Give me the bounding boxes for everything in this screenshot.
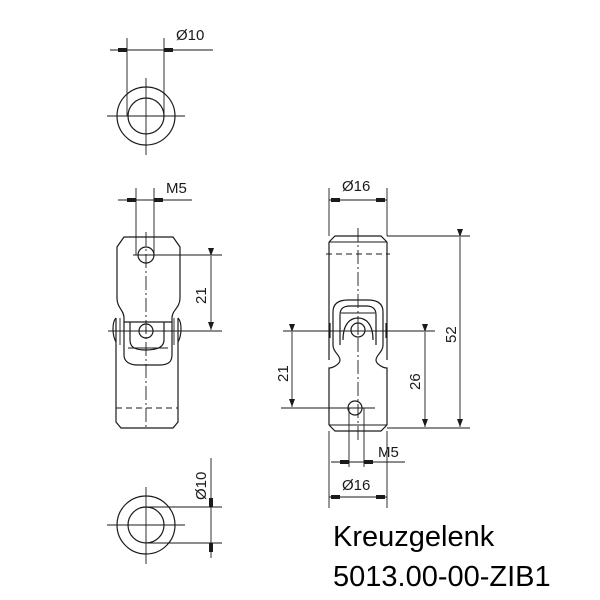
dim-front-top-diameter: Ø16 xyxy=(342,178,370,195)
front-view: Ø16 52 26 21 M5 Ø16 xyxy=(275,178,470,508)
part-name: Kreuzgelenk xyxy=(333,521,495,553)
part-number: 5013.00-00-ZIB1 xyxy=(333,561,551,593)
dim-top-diameter: Ø10 xyxy=(176,27,204,44)
dim-side-21: 21 xyxy=(193,287,210,304)
dim-side-m5: M5 xyxy=(166,180,187,197)
dim-front-bottom-diameter: Ø16 xyxy=(342,477,370,494)
dim-front-m5: M5 xyxy=(378,444,399,461)
dim-front-center-to-bottom: 26 xyxy=(407,373,424,390)
dim-bottom-diameter: Ø10 xyxy=(193,472,210,500)
dim-front-overall-length: 52 xyxy=(443,326,460,343)
top-end-view: Ø10 xyxy=(107,27,213,155)
dim-front-center-distance: 21 xyxy=(275,365,292,382)
bottom-end-view: Ø10 xyxy=(107,458,222,564)
side-view: M5 21 xyxy=(108,180,222,430)
